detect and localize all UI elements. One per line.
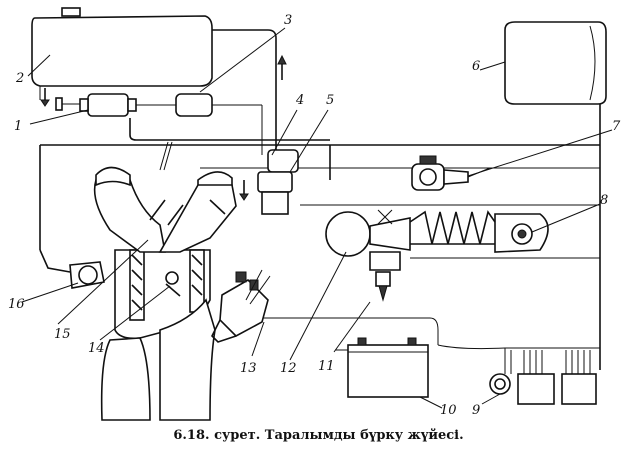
- leader-lines: [21, 27, 613, 409]
- label-5: 5: [326, 93, 334, 108]
- throttle-sensor: [411, 155, 491, 191]
- label-3: 3: [284, 13, 292, 28]
- label-11: 11: [318, 359, 335, 374]
- label-7: 7: [612, 119, 621, 134]
- air-flow-meter: [409, 210, 549, 253]
- relay-block: [437, 344, 600, 405]
- label-8: 8: [600, 193, 608, 208]
- label-12: 12: [280, 361, 297, 376]
- label-4: 4: [295, 93, 304, 108]
- ecu-box: [335, 337, 429, 398]
- fuel-filter: [150, 93, 263, 155]
- label-9: 9: [472, 403, 480, 418]
- pressure-regulator: [239, 149, 299, 215]
- intake-plenum: [325, 209, 411, 271]
- label-1: 1: [14, 119, 22, 134]
- label-10: 10: [440, 403, 457, 418]
- label-16: 16: [8, 297, 25, 312]
- label-6: 6: [472, 59, 480, 74]
- label-13: 13: [240, 361, 257, 376]
- control-unit: [504, 21, 607, 105]
- intake-manifold: [93, 141, 237, 253]
- callout-labels: 1 2 3 4 5 6 7 8 9 10 11 12 13 14 15 16: [8, 13, 621, 418]
- fuel-pump: [55, 93, 150, 117]
- fuel-tank: [31, 7, 213, 107]
- distributor: [211, 269, 271, 343]
- temperature-sensor: [165, 271, 181, 297]
- label-14: 14: [88, 341, 105, 356]
- figure-caption: 6.18. сурет. Таралымды бүрку жүйесі.: [173, 428, 464, 443]
- coolant-sensor: [375, 271, 391, 302]
- label-2: 2: [15, 71, 24, 86]
- engine-block: [100, 249, 216, 421]
- idle-valve: [39, 249, 105, 289]
- label-15: 15: [54, 327, 71, 342]
